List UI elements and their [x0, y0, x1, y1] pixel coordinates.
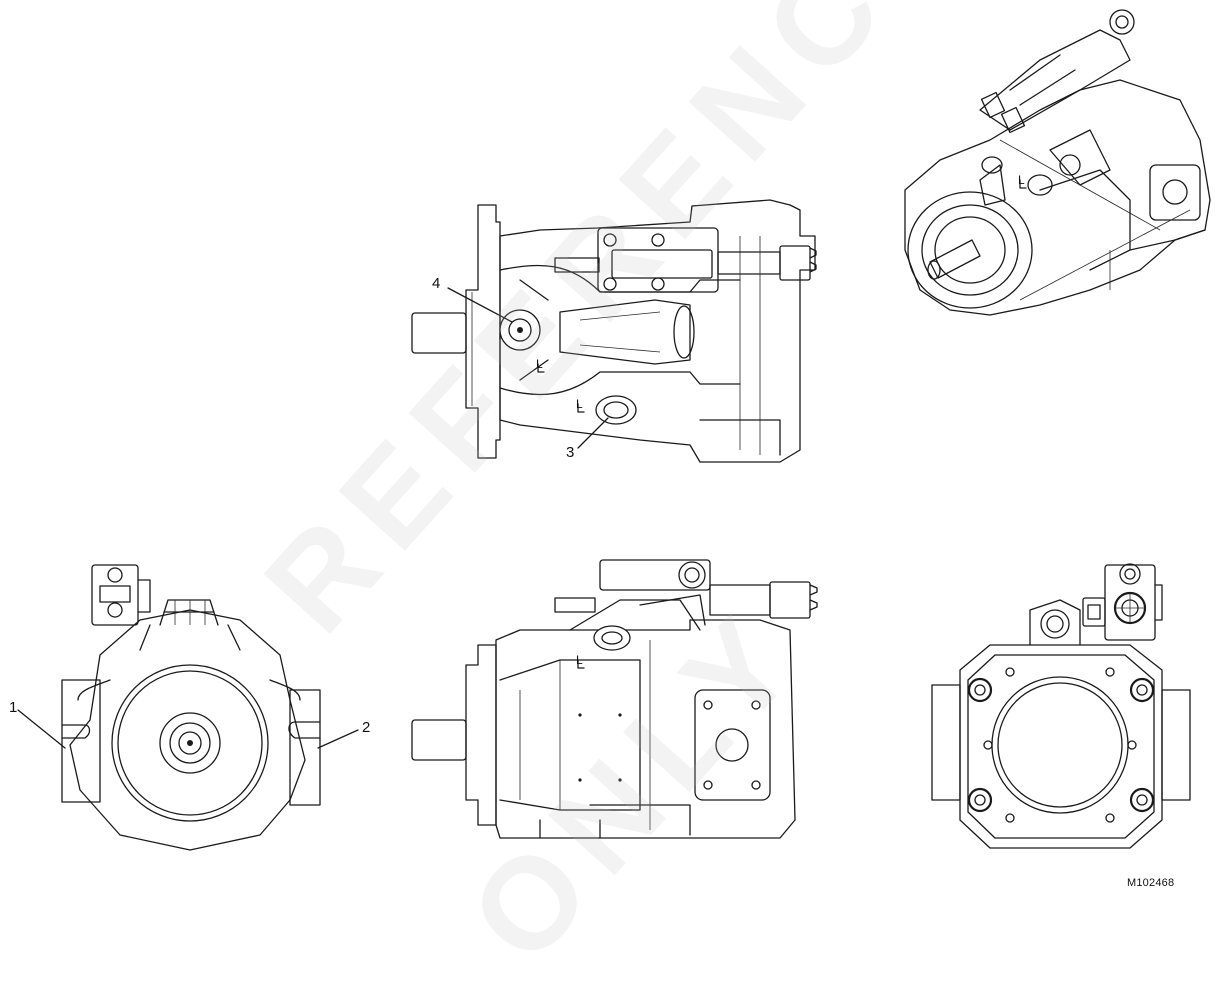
callout-1: 1: [9, 699, 18, 716]
port-letter-top-2: L: [576, 397, 583, 411]
leader-lines: [17, 287, 609, 749]
leader-2: [317, 729, 359, 749]
figure-id: M102468: [1127, 877, 1175, 889]
diagram-canvas: REFERENCE ONLY L L L L 1 2 3 4 M102468: [9, 0, 1211, 989]
callout-4: 4: [432, 275, 441, 292]
callout-2: 2: [362, 719, 371, 736]
leader-4: [447, 287, 513, 323]
port-letter-iso: L: [1018, 173, 1025, 187]
side-view: [411, 559, 818, 839]
leader-3: [577, 417, 609, 449]
port-letter-side: L: [576, 653, 583, 667]
port-letter-top-1: L: [536, 357, 543, 371]
pump-views-drawing: [17, 9, 1211, 851]
top-view: [411, 199, 817, 463]
front-view: [61, 564, 321, 851]
leader-1: [17, 709, 66, 749]
callout-3: 3: [566, 444, 575, 461]
rear-view: [931, 563, 1191, 849]
isometric-view: [904, 9, 1211, 316]
